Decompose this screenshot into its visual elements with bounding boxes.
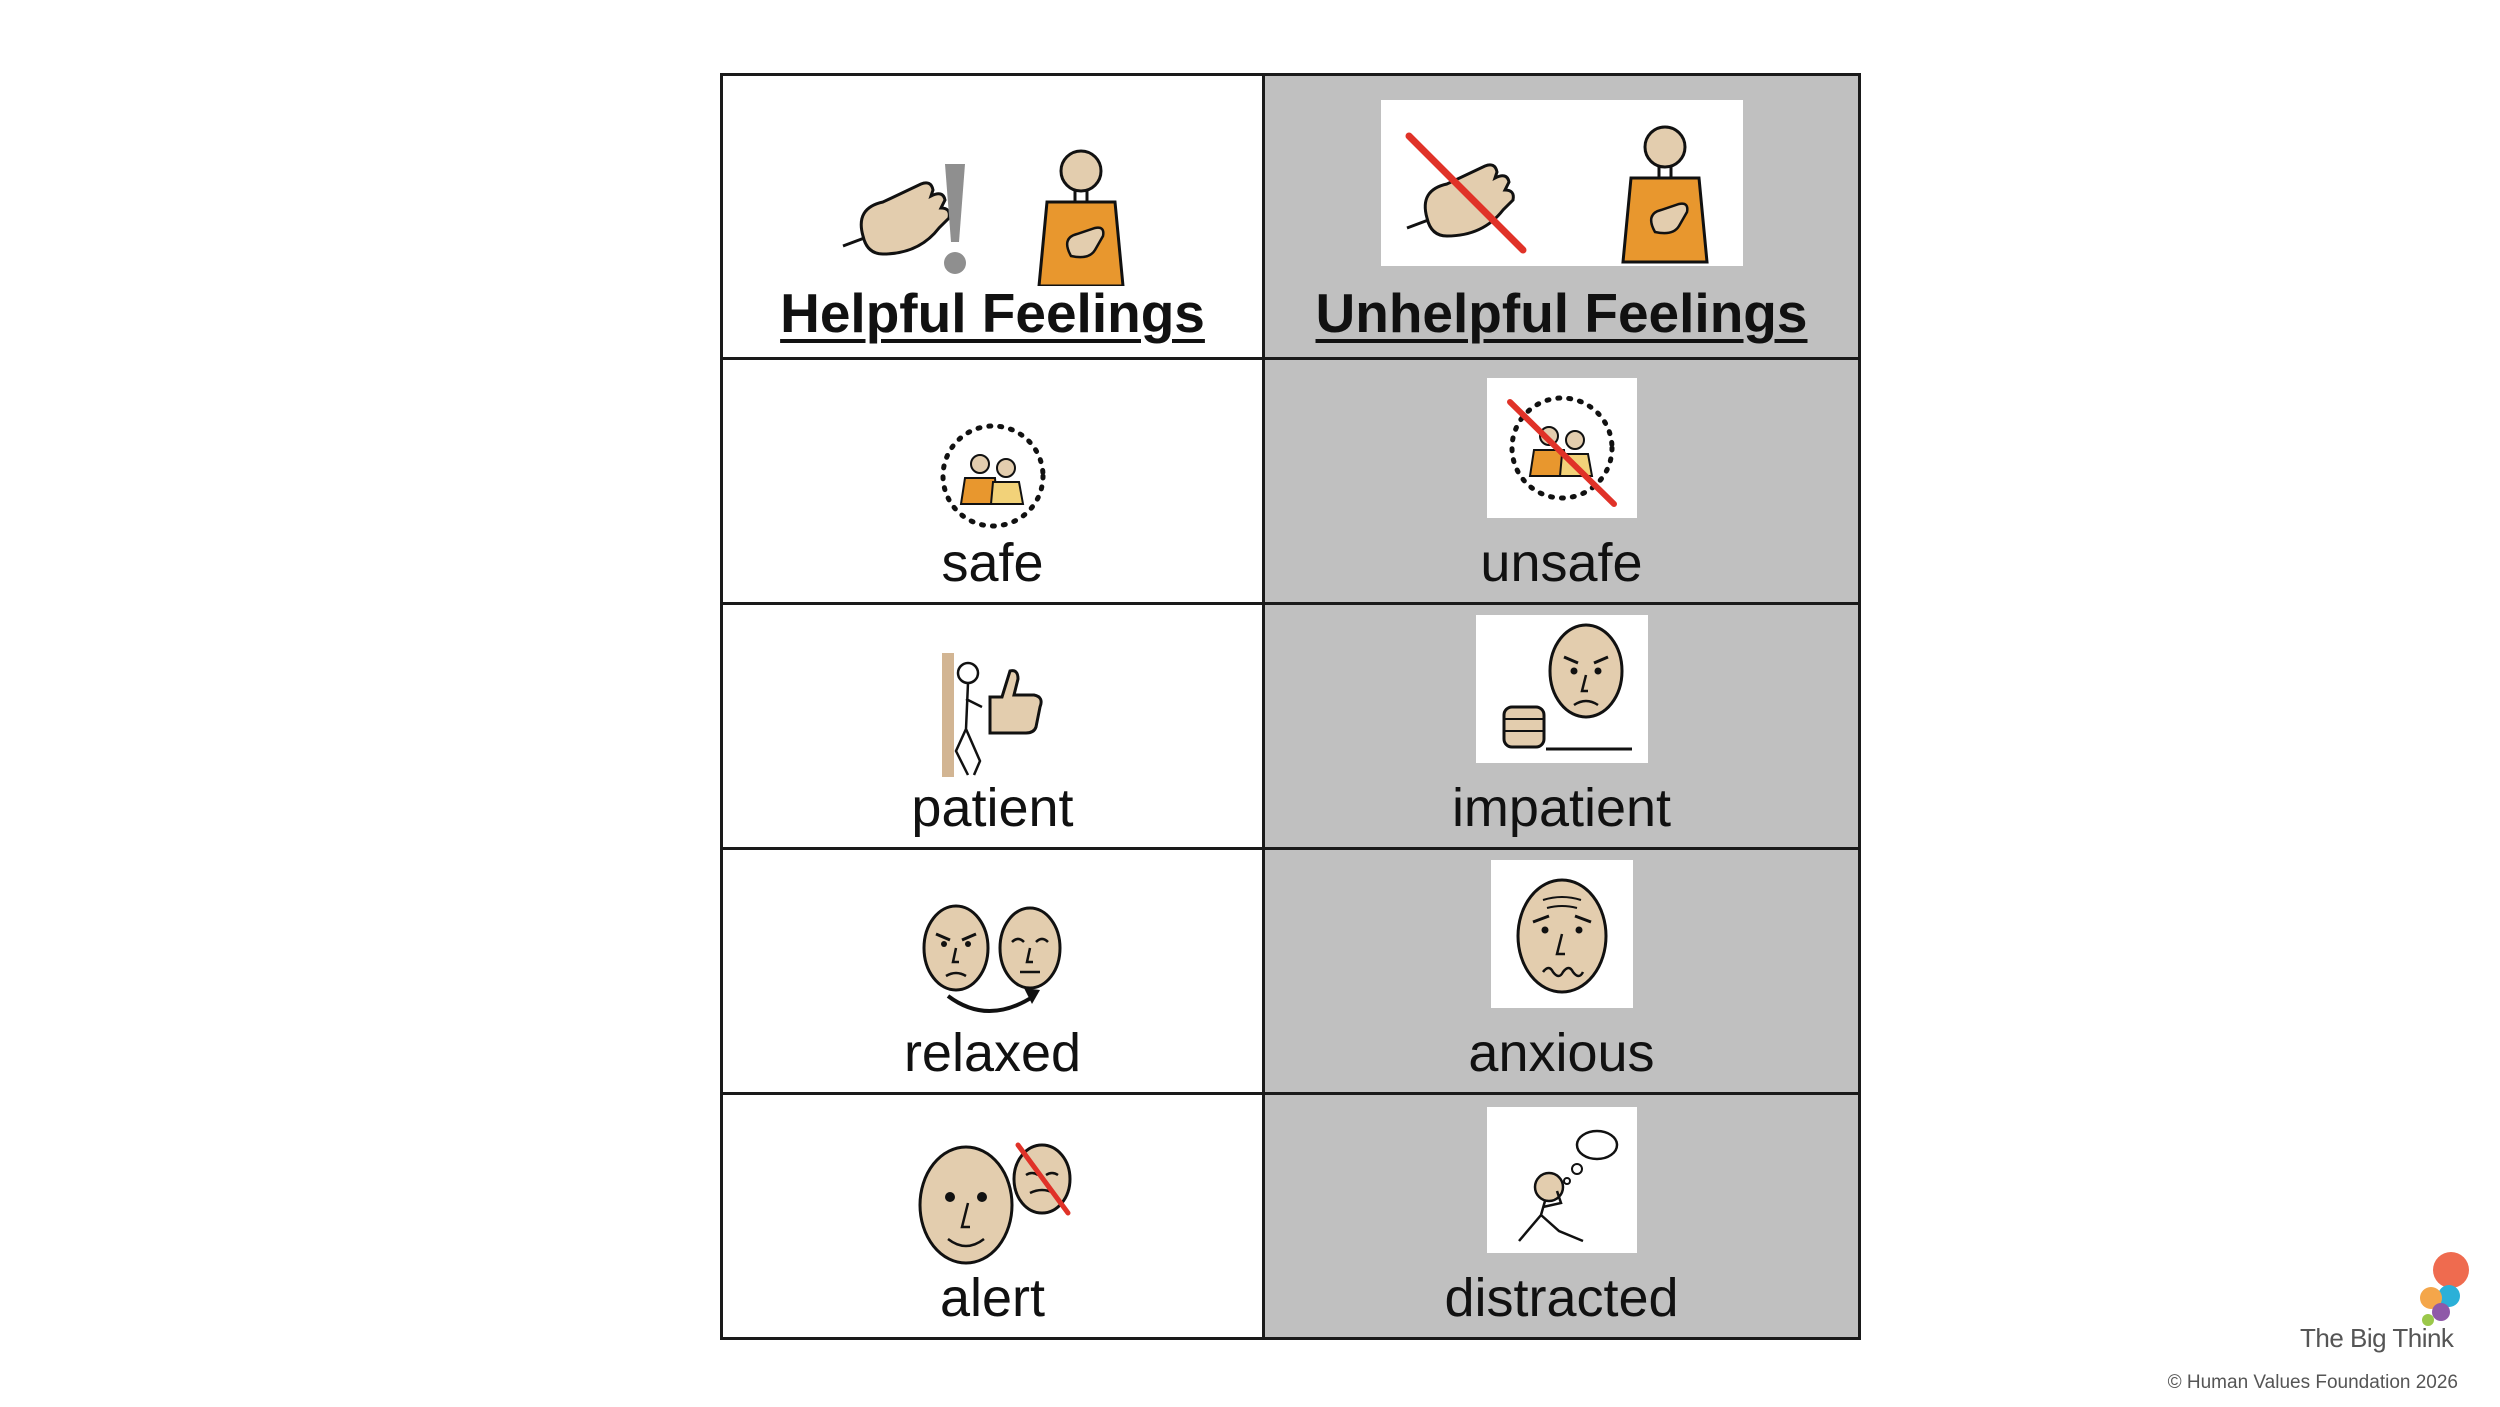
helpful-cell-relaxed: relaxed [720,847,1265,1095]
person-heart-icon [1037,149,1124,286]
alert-face-icon [908,1131,1078,1271]
unsafe-people-icon [1486,378,1637,518]
unhelpful-header-title: Unhelpful Feelings [1315,282,1808,344]
crossed-hand-icon [1405,132,1526,254]
distracted-thinking-icon [1486,1107,1637,1253]
helpful-cell-safe: safe [720,357,1265,605]
helpful-header-title: Helpful Feelings [780,282,1205,344]
unhelpful-cell-distracted: distracted [1262,1092,1861,1340]
unhelpful-header-cell: Unhelpful Feelings [1262,73,1861,360]
anxious-face-icon [1490,860,1633,1008]
helpful-cell-alert: alert [720,1092,1265,1340]
unhelpful-cell-unsafe: unsafe [1262,357,1861,605]
helpful-header-cell: Helpful Feelings [720,73,1265,360]
unhelpful-cell-anxious: anxious [1262,847,1861,1095]
unhelpful-word: anxious [1468,1023,1655,1083]
impatient-face-icon [1475,615,1648,763]
safe-people-icon [933,416,1053,536]
exclamation-icon [943,164,966,274]
helpful-word: relaxed [903,1023,1082,1083]
copyright-notice: © Human Values Foundation 2026 [2167,1372,2458,1393]
table-row: relaxed anxious [720,847,1861,1095]
table-row: alert distracted [720,1092,1861,1340]
helpful-word: alert [939,1268,1046,1328]
helpful-word: patient [911,778,1074,838]
unhelpful-word: impatient [1451,778,1672,838]
table-row: patient impatient [720,602,1861,850]
feelings-table: Helpful Feelings [720,73,1861,1340]
relaxed-faces-icon [918,896,1068,1026]
helpful-header-picture [833,146,1153,286]
unhelpful-cell-impatient: impatient [1262,602,1861,850]
table-row: safe unsafe [720,357,1861,605]
header-row: Helpful Feelings [720,73,1861,360]
helpful-cell-patient: patient [720,602,1265,850]
brand-name: The Big Think [2300,1323,2454,1353]
unhelpful-header-picture [1380,100,1743,266]
patient-thumbs-up-icon [938,651,1048,781]
unhelpful-word: unsafe [1480,533,1643,593]
person-heart-icon [1621,125,1708,264]
brand-logo-icon [2420,1252,2469,1326]
hand-icon [841,181,951,256]
helpful-word: safe [941,533,1044,593]
unhelpful-word: distracted [1444,1268,1679,1328]
